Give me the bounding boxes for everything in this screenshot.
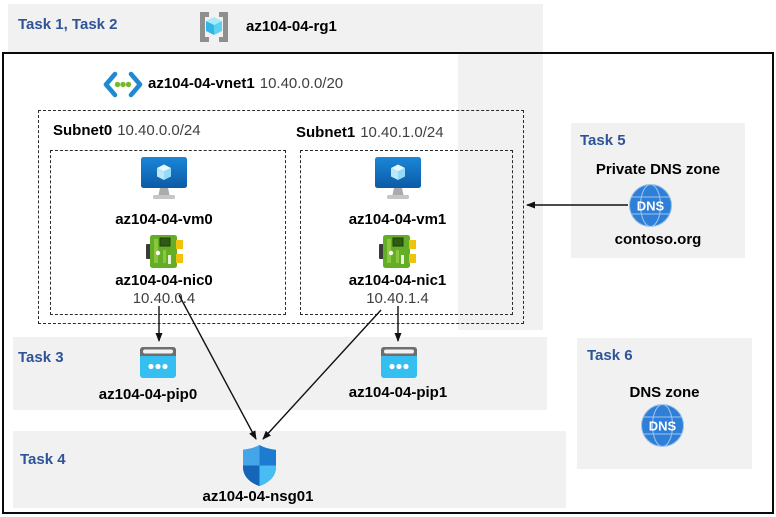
diagram-frame [2,52,774,514]
nsg-name: az104-04-nsg01 [202,488,314,505]
vm1-name: az104-04-vm1 [348,211,447,228]
resource-group-icon [197,10,231,44]
task3-label: Task 3 [18,349,64,366]
dns-icon-text: DNS [649,419,677,434]
private-dns-zone-icon: DNS [628,183,673,228]
dns-icon-text: DNS [637,199,665,214]
subnet0-cidr: 10.40.0.0/24 [117,122,201,139]
subnet1-name: Subnet1 [296,124,356,141]
subnet0-boundary [50,150,286,315]
public-ip-icon [140,347,176,378]
vm0-name: az104-04-vm0 [115,211,213,228]
vnet-cidr: 10.40.0.0/20 [259,75,344,92]
network-security-group-icon [243,445,276,486]
resource-group-name: az104-04-rg1 [246,18,337,35]
nic0-name: az104-04-nic0 [115,272,213,289]
task6-panel [577,338,752,469]
private-dns-zone-name: contoso.org [614,231,702,248]
nic0-ip: 10.40.0.4 [132,290,196,307]
subnet1-content: az104-04-vm1 az104-04-nic1 10.40.1.4 [292,157,503,307]
subnet0-content: az104-04-vm0 az104-04-nic0 10.40.0.4 [52,157,276,307]
task4-label: Task 4 [20,451,66,468]
vnet-right-gray-strip [458,54,543,330]
task5-label: Task 5 [580,132,626,149]
nic1-ip: 10.40.1.4 [366,290,429,307]
subnet1-boundary [300,150,513,315]
pip0-name: az104-04-pip0 [98,386,198,403]
public-ip-icon [381,347,417,378]
task6-label: Task 6 [587,347,633,364]
nic1-name: az104-04-nic1 [348,272,447,289]
task1-2-label: Task 1, Task 2 [18,16,118,33]
virtual-machine-icon [374,157,422,202]
subnet0-name: Subnet0 [53,122,113,139]
virtual-machine-icon [140,157,188,202]
dns-zone-title: DNS zone [629,384,700,401]
pip1-name: az104-04-pip1 [348,384,448,401]
dns-zone-icon: DNS [640,403,685,448]
task4-band [13,431,566,508]
network-interface-icon [379,235,416,268]
virtual-network-icon [103,71,143,98]
subnet1-cidr: 10.40.1.0/24 [360,124,444,141]
vnet-name: az104-04-vnet1 [148,75,255,92]
network-interface-icon [145,235,183,268]
task1-2-band [8,4,543,52]
private-dns-zone-title: Private DNS zone [595,161,721,178]
